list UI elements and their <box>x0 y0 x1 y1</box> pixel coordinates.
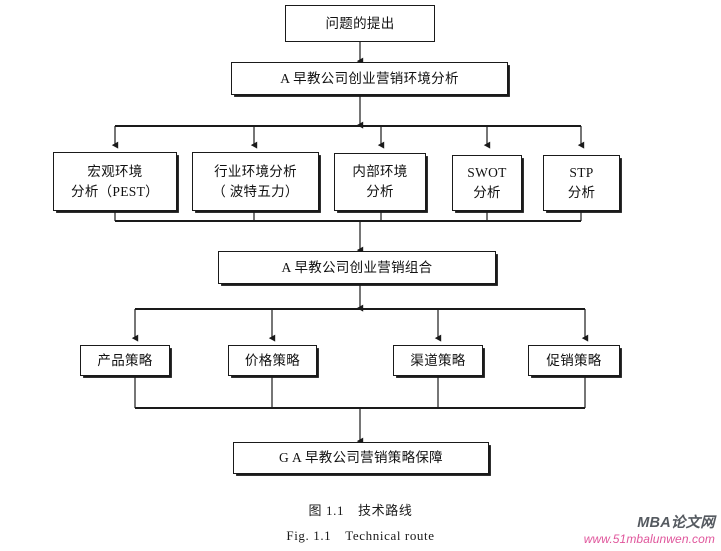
node-industry-environment-line-2: （ 波特五力） <box>212 183 299 199</box>
figure-caption-en: Fig. 1.1 Technical route <box>0 528 721 544</box>
figure-caption-cn: 图 1.1 技术路线 <box>0 500 721 519</box>
node-product-strategy-line-1: 产品策略 <box>97 352 153 368</box>
node-swot: SWOT 分析 <box>452 155 522 211</box>
node-env-analysis-line-1: A 早教公司创业营销环境分析 <box>280 70 459 86</box>
figure-caption-cn-text: 技术路线 <box>358 503 413 518</box>
node-promotion-strategy: 促销策略 <box>528 345 620 376</box>
node-macro-environment-line-1: 宏观环境 <box>87 163 143 179</box>
node-stp-line-2: 分析 <box>567 185 596 200</box>
node-internal-environment-line-1: 内部环境 <box>352 164 408 180</box>
watermark-url: www.51mbalunwen.com <box>583 532 715 546</box>
node-internal-environment-line-2: 分析 <box>366 184 394 199</box>
node-channel-strategy: 渠道策略 <box>393 345 483 376</box>
node-internal-environment: 内部环境 分析 <box>334 153 426 211</box>
node-swot-line-1: SWOT <box>467 165 507 181</box>
node-industry-environment: 行业环境分析 （ 波特五力） <box>192 152 319 211</box>
node-marketing-mix-line-1: A 早教公司创业营销组合 <box>281 259 433 275</box>
node-price-strategy: 价格策略 <box>228 345 317 376</box>
node-stp: STP 分析 <box>543 155 620 211</box>
node-env-analysis: A 早教公司创业营销环境分析 <box>231 62 508 95</box>
node-promotion-strategy-line-1: 促销策略 <box>546 352 602 368</box>
figure-caption-cn-number: 图 1.1 <box>308 503 345 518</box>
node-stp-line-1: STP <box>569 165 594 181</box>
node-industry-environment-line-1: 行业环境分析 <box>214 163 297 179</box>
node-strategy-guarantee: G A 早教公司营销策略保障 <box>233 442 489 474</box>
figure-caption-en-text: Technical route <box>345 528 435 543</box>
watermark: MBA论文网 www.51mbalunwen.com <box>584 514 715 547</box>
node-problem: 问题的提出 <box>285 5 435 42</box>
node-swot-line-2: 分析 <box>473 185 501 200</box>
watermark-brand: MBA论文网 <box>637 514 715 531</box>
figure-caption-en-number: Fig. 1.1 <box>286 528 332 543</box>
node-strategy-guarantee-line-1: G A 早教公司营销策略保障 <box>279 450 443 466</box>
node-channel-strategy-line-1: 渠道策略 <box>410 352 466 368</box>
node-problem-line-1: 问题的提出 <box>325 15 395 31</box>
node-price-strategy-line-1: 价格策略 <box>244 352 301 368</box>
node-macro-environment-line-2: 分析（PEST） <box>71 183 159 199</box>
node-marketing-mix: A 早教公司创业营销组合 <box>218 251 496 284</box>
node-macro-environment: 宏观环境 分析（PEST） <box>53 152 177 211</box>
node-product-strategy: 产品策略 <box>80 345 170 376</box>
